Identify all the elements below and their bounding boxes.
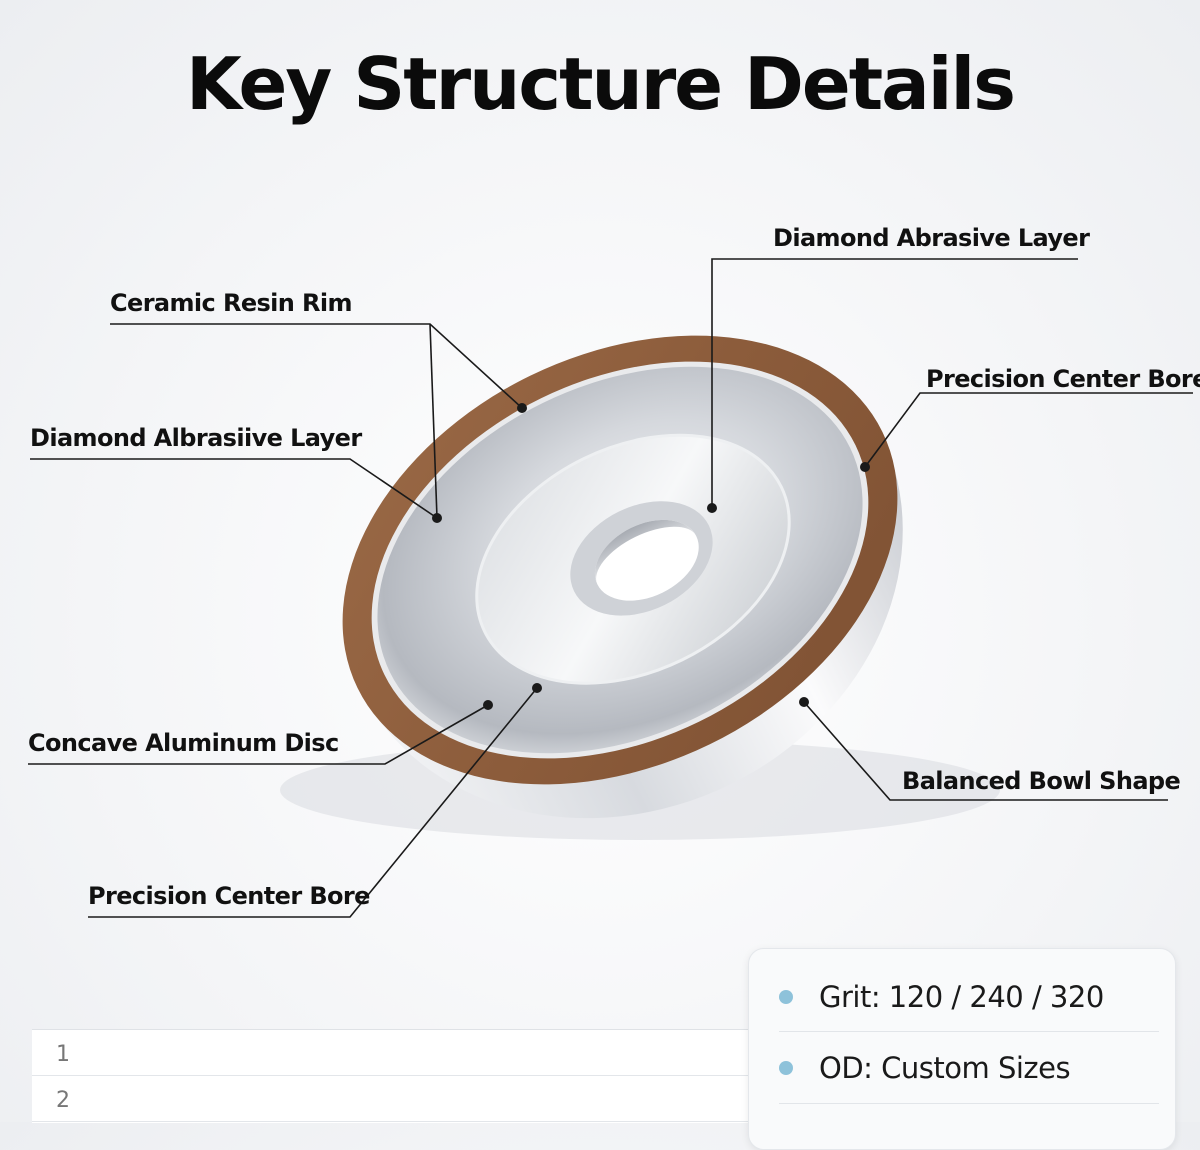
row-number: 2 <box>56 1088 70 1113</box>
callout-concave-aluminum-disc: Concave Aluminum Disc <box>28 729 339 757</box>
spec-card: Grit: 120 / 240 / 320 OD: Custom Sizes <box>748 948 1176 1150</box>
leader-dots <box>432 403 870 710</box>
spec-item-grit: Grit: 120 / 240 / 320 <box>779 975 1159 1019</box>
row-number: 1 <box>56 1042 70 1067</box>
spec-item-od: OD: Custom Sizes <box>779 1046 1159 1090</box>
callout-diamond-abrasive-layer-left: Diamond Albrasiive Layer <box>30 424 362 452</box>
grinding-wheel-diagram <box>28 258 1193 918</box>
spec-divider <box>779 1031 1159 1032</box>
bullet-icon <box>779 1061 793 1075</box>
table-row: 1 <box>32 1030 772 1076</box>
spec-text: OD: Custom Sizes <box>819 1051 1071 1085</box>
callout-diamond-abrasive-layer-top: Diamond Abrasive Layer <box>773 224 1090 252</box>
callout-precision-center-bore-bottom: Precision Center Bore <box>88 882 370 910</box>
table-strip: 1 2 <box>32 1029 772 1123</box>
spec-divider <box>779 1103 1159 1104</box>
callout-balanced-bowl-shape: Balanced Bowl Shape <box>902 767 1181 795</box>
callout-ceramic-resin-rim: Ceramic Resin Rim <box>110 289 353 317</box>
callout-precision-center-bore-right: Precision Center Bore <box>926 365 1200 393</box>
leader-lines <box>28 258 1193 918</box>
grinding-wheel <box>342 335 903 819</box>
bullet-icon <box>779 990 793 1004</box>
bowl-outer-shell <box>359 432 903 819</box>
table-row: 2 <box>32 1076 772 1122</box>
spec-text: Grit: 120 / 240 / 320 <box>819 980 1104 1014</box>
page-title: Key Structure Details <box>186 42 1016 126</box>
